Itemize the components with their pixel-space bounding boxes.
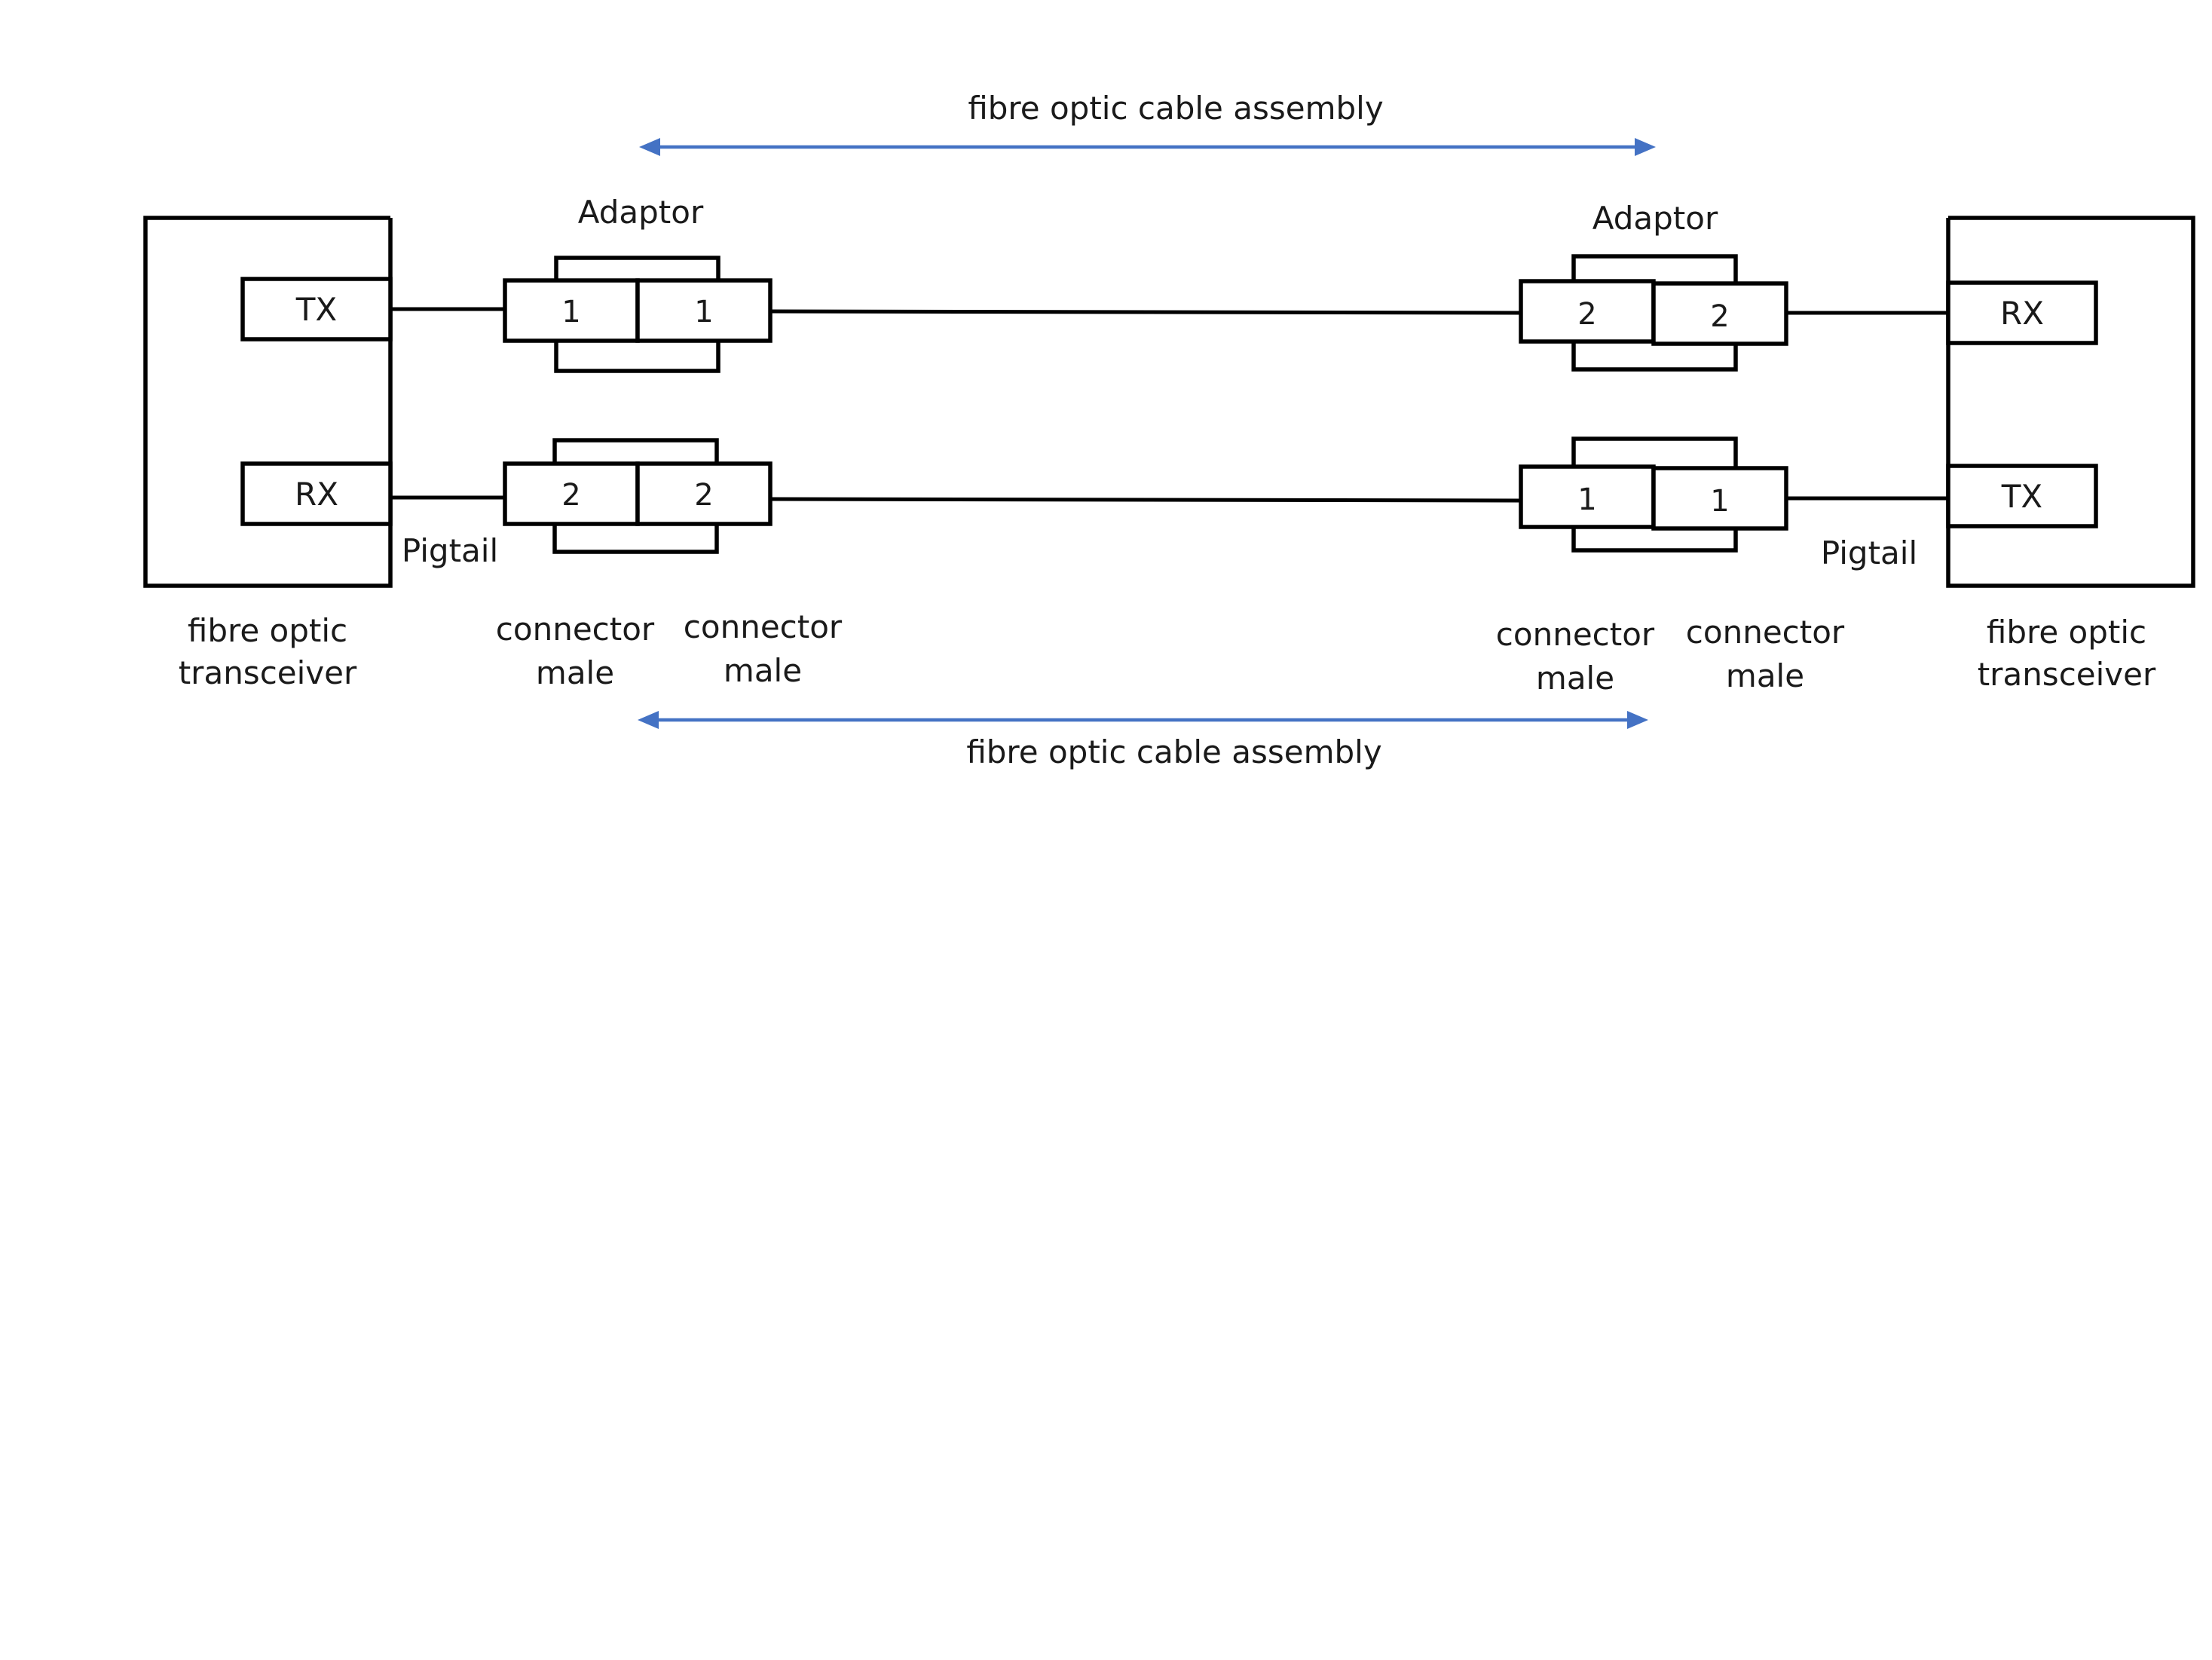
bottom-trunk-cable bbox=[769, 497, 1522, 503]
left-connector-a-label-line2: male bbox=[536, 654, 614, 691]
right-transceiver-label-line1: fibre optic bbox=[1987, 614, 2146, 651]
top-cable-assembly-label: fibre optic cable assembly bbox=[968, 90, 1383, 127]
right-top-connector-b-number: 2 bbox=[1710, 299, 1729, 334]
left-adaptor-label: Adaptor bbox=[578, 194, 704, 231]
top-trunk-cable bbox=[769, 309, 1522, 315]
left-connector-b-label-line2: male bbox=[724, 652, 802, 689]
right-adaptor-label: Adaptor bbox=[1592, 200, 1718, 237]
right-connector-b-label-line2: male bbox=[1726, 657, 1804, 694]
right-bottom-adaptor bbox=[1519, 436, 1788, 553]
left-top-adaptor bbox=[503, 256, 773, 373]
left-bottom-connector-a-number: 2 bbox=[561, 478, 580, 513]
left-tx-label: TX bbox=[295, 291, 337, 328]
left-rx-label: RX bbox=[295, 476, 338, 513]
bottom-cable-assembly-arrow bbox=[638, 711, 1648, 729]
bottom-cable-assembly-label: fibre optic cable assembly bbox=[966, 734, 1381, 770]
right-pigtail-label: Pigtail bbox=[1821, 534, 1917, 571]
left-bottom-adaptor bbox=[503, 438, 773, 554]
left-rx-port bbox=[240, 461, 393, 526]
right-transceiver-label-line2: transceiver bbox=[1978, 656, 2156, 693]
right-bottom-connector-a-number: 1 bbox=[1577, 482, 1596, 517]
right-rx-label: RX bbox=[2000, 295, 2044, 332]
right-connector-b-label-line1: connector bbox=[1686, 614, 1845, 651]
right-top-adaptor bbox=[1519, 254, 1788, 372]
right-tx-port bbox=[1946, 464, 2098, 528]
fibre-lines bbox=[390, 307, 1948, 503]
right-bottom-connector-b-number: 1 bbox=[1710, 484, 1729, 519]
left-top-connector-b-number: 1 bbox=[694, 295, 713, 329]
left-bottom-connector-b-number: 2 bbox=[694, 478, 713, 513]
left-pigtail-label: Pigtail bbox=[402, 532, 498, 569]
right-tx-label: TX bbox=[2001, 478, 2042, 515]
left-transceiver-label-line2: transceiver bbox=[179, 654, 357, 691]
right-connector-a-label-line1: connector bbox=[1496, 616, 1655, 653]
left-top-connector-a-number: 1 bbox=[561, 295, 580, 329]
left-transceiver bbox=[143, 216, 393, 588]
right-top-connector-a-number: 2 bbox=[1577, 297, 1596, 332]
left-connector-b-label-line1: connector bbox=[684, 608, 843, 645]
right-connector-a-label-line2: male bbox=[1536, 660, 1614, 697]
right-transceiver bbox=[1946, 216, 2195, 588]
left-transceiver-label-line1: fibre optic bbox=[188, 612, 347, 649]
left-connector-a-label-line1: connector bbox=[496, 611, 655, 648]
top-cable-assembly-arrow bbox=[639, 138, 1656, 156]
